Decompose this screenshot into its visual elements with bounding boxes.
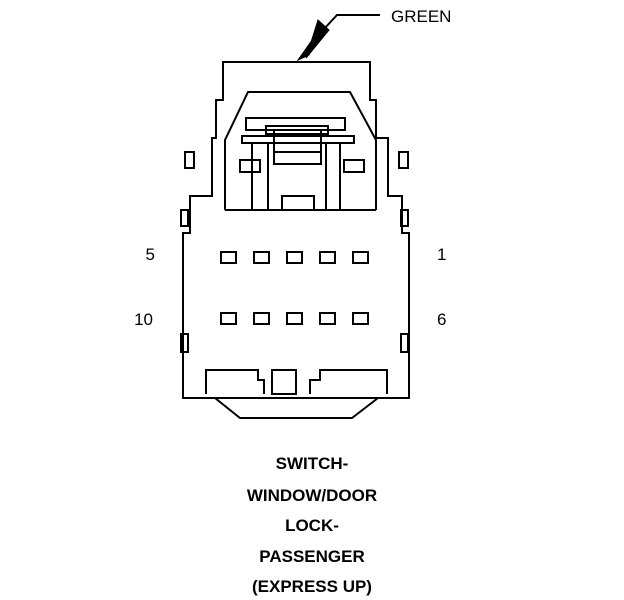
pin-label-top-right: 1 [437, 245, 446, 264]
right-side-tab-lower [400, 333, 409, 353]
left-side-tab-lower [180, 333, 189, 353]
pin-label-top-left: 5 [146, 245, 155, 264]
pin-cavity [253, 251, 270, 264]
pin-label-bottom-left: 10 [134, 310, 153, 329]
wire-color-label: GREEN [391, 7, 451, 26]
right-latch-tab [398, 151, 409, 169]
connector-title-line-5: (EXPRESS UP) [252, 577, 372, 596]
connector-title-line-4: PASSENGER [259, 547, 365, 566]
left-latch-tab [184, 151, 195, 169]
lock-mechanism [239, 117, 365, 211]
connector-title-line-1: SWITCH- [275, 454, 349, 473]
pin-cavity [220, 312, 237, 325]
pin-cavity [253, 312, 270, 325]
right-side-tab-upper [400, 209, 409, 227]
pin-cavity [352, 251, 369, 264]
connector-title-line-2: WINDOW/DOOR [246, 486, 378, 505]
pin-cavity [319, 312, 336, 325]
pin-cavities [220, 251, 369, 325]
pin-cavity [220, 251, 237, 264]
pin-cavity [286, 251, 303, 264]
pin-cavity [286, 312, 303, 325]
connector-housing [182, 61, 410, 399]
pin-cavity [352, 312, 369, 325]
color-leader-arrow [296, 14, 380, 62]
connector-lower-lip [214, 397, 379, 419]
left-side-tab-upper [180, 209, 189, 227]
pin-cavity [319, 251, 336, 264]
connector-title-line-3: LOCK- [285, 516, 339, 535]
pin-label-bottom-right: 6 [437, 310, 446, 329]
connector-hood [224, 91, 377, 210]
bottom-keying [205, 369, 388, 395]
